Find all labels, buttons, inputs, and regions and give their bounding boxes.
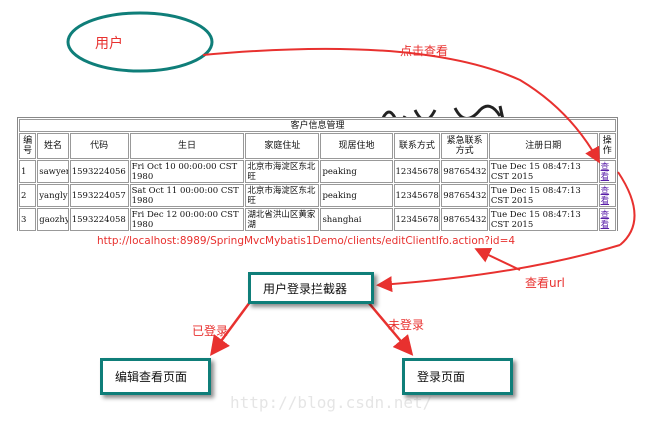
table-cell: Sat Oct 11 00:00:00 CST 1980 — [129, 184, 245, 207]
table-cell: Tue Dec 15 08:47:13 CST 2015 — [488, 184, 598, 207]
table-cell: 北京市海淀区东北旺 — [245, 184, 320, 207]
column-header: 代码 — [69, 133, 129, 159]
url-text: http://localhost:8989/SpringMvcMybatis1D… — [97, 235, 516, 247]
table-cell: 湖北省洪山区黄家湖 — [245, 208, 320, 231]
table-cell: 1593224058 — [69, 208, 129, 231]
logged-in-label: 已登录 — [192, 324, 229, 338]
table-header-row: 编号姓名代码生日家庭住址现居住地联系方式紧急联系方式注册日期操作 — [19, 133, 616, 159]
column-header: 操作 — [598, 133, 616, 159]
table-cell: 查看 — [598, 160, 616, 183]
table-cell: Tue Dec 15 08:47:13 CST 2015 — [488, 160, 598, 183]
table-cell: 987654321 — [441, 208, 488, 231]
table-cell: Fri Dec 12 00:00:00 CST 1980 — [129, 208, 245, 231]
column-header: 家庭住址 — [245, 133, 320, 159]
table-cell: shanghai — [320, 208, 393, 231]
table-cell: peaking — [320, 160, 393, 183]
edit-page-box: 编辑查看页面 — [100, 358, 211, 395]
table-cell: 1 — [19, 160, 37, 183]
column-header: 现居住地 — [320, 133, 393, 159]
column-header: 联系方式 — [393, 133, 441, 159]
column-header: 注册日期 — [488, 133, 598, 159]
table-cell: Tue Dec 15 08:47:13 CST 2015 — [488, 208, 598, 231]
view-url-arrow — [474, 247, 521, 271]
table-cell: gaozhy — [37, 208, 69, 231]
table-cell: 1593224056 — [69, 160, 129, 183]
interceptor-box: 用户登录拦截器 — [248, 272, 374, 304]
table-cell: 2 — [19, 184, 37, 207]
table-cell: 123456789 — [393, 160, 441, 183]
click-view-label: 点击查看 — [400, 44, 449, 58]
view-link[interactable]: 查看 — [600, 185, 610, 206]
column-header: 编号 — [19, 133, 37, 159]
table-cell: 3 — [19, 208, 37, 231]
table-caption: 客户信息管理 — [19, 119, 616, 132]
user-ellipse — [66, 11, 214, 73]
table-cell: peaking — [320, 184, 393, 207]
url-curve — [617, 171, 636, 246]
table-cell: 查看 — [598, 184, 616, 207]
watermark: http://blog.csdn.net/ — [230, 393, 433, 412]
client-table: 客户信息管理 编号姓名代码生日家庭住址现居住地联系方式紧急联系方式注册日期操作 … — [17, 117, 618, 231]
client-table-screenshot: 客户信息管理 编号姓名代码生日家庭住址现居住地联系方式紧急联系方式注册日期操作 … — [17, 117, 618, 231]
login-page-box: 登录页面 — [402, 358, 513, 395]
view-link[interactable]: 查看 — [600, 161, 610, 182]
column-header: 生日 — [129, 133, 245, 159]
table-cell: Fri Oct 10 00:00:00 CST 1980 — [129, 160, 245, 183]
column-header: 紧急联系方式 — [441, 133, 488, 159]
table-cell: 123456789 — [393, 208, 441, 231]
table-cell: 987654321 — [441, 184, 488, 207]
table-cell: 查看 — [598, 208, 616, 231]
table-cell: 北京市海淀区东北旺 — [245, 160, 320, 183]
not-logged-in-label: 未登录 — [388, 318, 425, 332]
table-cell: 1593224057 — [69, 184, 129, 207]
column-header: 姓名 — [37, 133, 69, 159]
table-cell: 987654321 — [441, 160, 488, 183]
table-cell: yangly — [37, 184, 69, 207]
view-url-label: 查看url — [525, 276, 565, 290]
table-cell: 123456789 — [393, 184, 441, 207]
table-cell: sawyer — [37, 160, 69, 183]
view-link[interactable]: 查看 — [600, 209, 610, 230]
url-to-interceptor-arrow — [376, 244, 621, 293]
user-label: 用户 — [95, 36, 123, 52]
